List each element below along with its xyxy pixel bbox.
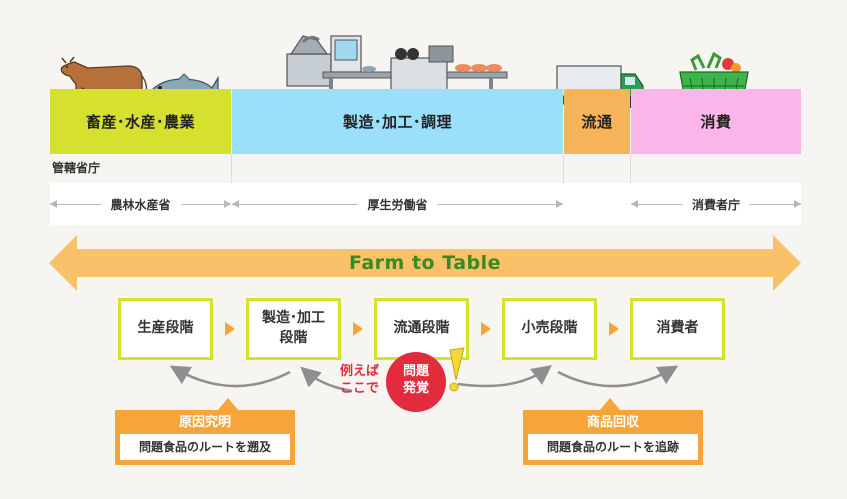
stage-manufacturing-label: 製造･加工･調理 [342,113,452,131]
trace-forward-arrow-2 [557,365,679,388]
farm-to-table-arrow [49,235,801,291]
agency-maff: 農林水産省 [50,183,232,225]
flow-step-retail: 小売段階 [502,298,597,360]
trace-back-arrow-1 [169,365,291,388]
stage-consumption: 消費 [631,89,801,154]
stage-consumption-label: 消費 [700,113,732,131]
agency-caa-label: 消費者庁 [692,197,741,212]
alert-burst-icon [386,347,465,412]
flow-arrow-icon [609,322,619,336]
trace-forward-arrow-1 [457,365,553,388]
agency-header: 管轄省庁 [52,161,101,175]
flow-arrow-icon [481,322,491,336]
cause-investigation-description: 問題食品のルートを遡及 [120,434,290,460]
agency-maff-label: 農林水産省 [110,197,171,212]
product-recall-description: 問題食品のルートを追跡 [528,434,698,460]
factory-line-icon [286,35,508,105]
agency-row: 農林水産省 厚生労働省 消費者庁 [50,183,802,225]
arrow-right-icon [180,199,232,208]
product-recall-title: 商品回収 [586,415,639,430]
flow-step-production: 生産段階 [118,298,213,360]
agency-caa: 消費者庁 [631,183,802,225]
arrow-right-icon [750,199,802,208]
example-here-label: 例えば ここで [340,364,380,396]
farm-to-table-label: Farm to Table [348,252,502,274]
trace-back-pointer [218,398,238,410]
trace-forward-pointer [600,398,620,410]
product-recall-box: 商品回収 問題食品のルートを追跡 [523,410,703,465]
flow-arrow-icon [225,322,235,336]
problem-found-label: 問題 発覚 [402,364,429,396]
trace-back-arrow-2 [300,366,353,393]
agency-mhlw-label: 厚生労働省 [367,197,428,212]
arrow-left-icon [232,199,358,208]
stage-farm: 畜産･水産･農業 [50,89,231,154]
stage-distribution: 流通 [564,89,630,154]
agency-mhlw: 厚生労働省 [232,183,564,225]
stage-manufacturing: 製造･加工･調理 [232,89,563,154]
flow-step-consumer: 消費者 [630,298,725,360]
arrow-left-icon [631,199,682,208]
flow-step-manufacturing: 製造･加工 段階 [246,298,341,360]
cause-investigation-title: 原因究明 [178,415,231,430]
arrow-left-icon [50,199,101,208]
stage-farm-label: 畜産･水産･農業 [85,113,195,131]
flow-arrow-icon [353,322,363,336]
cause-investigation-box: 原因究明 問題食品のルートを遡及 [115,410,295,465]
stage-distribution-label: 流通 [581,113,613,131]
arrow-right-icon [437,199,564,208]
